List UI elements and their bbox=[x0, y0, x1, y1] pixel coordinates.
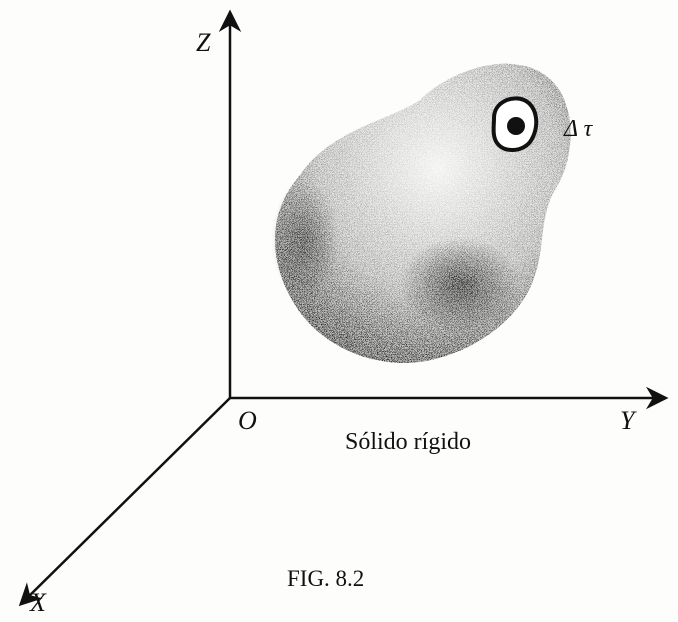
solid-label: Sólido rígido bbox=[345, 430, 471, 454]
figure-caption: FIG. 8.2 bbox=[287, 567, 364, 590]
mass-element-delta-tau bbox=[494, 98, 537, 150]
delta-tau-label: Δ τ bbox=[564, 117, 592, 141]
mass-element-dot bbox=[507, 117, 525, 135]
y-axis-label: Y bbox=[620, 408, 634, 434]
x-axis-label: X bbox=[30, 590, 46, 616]
x-axis bbox=[22, 398, 230, 603]
origin-label: O bbox=[238, 408, 257, 434]
z-axis-label: Z bbox=[196, 30, 210, 56]
